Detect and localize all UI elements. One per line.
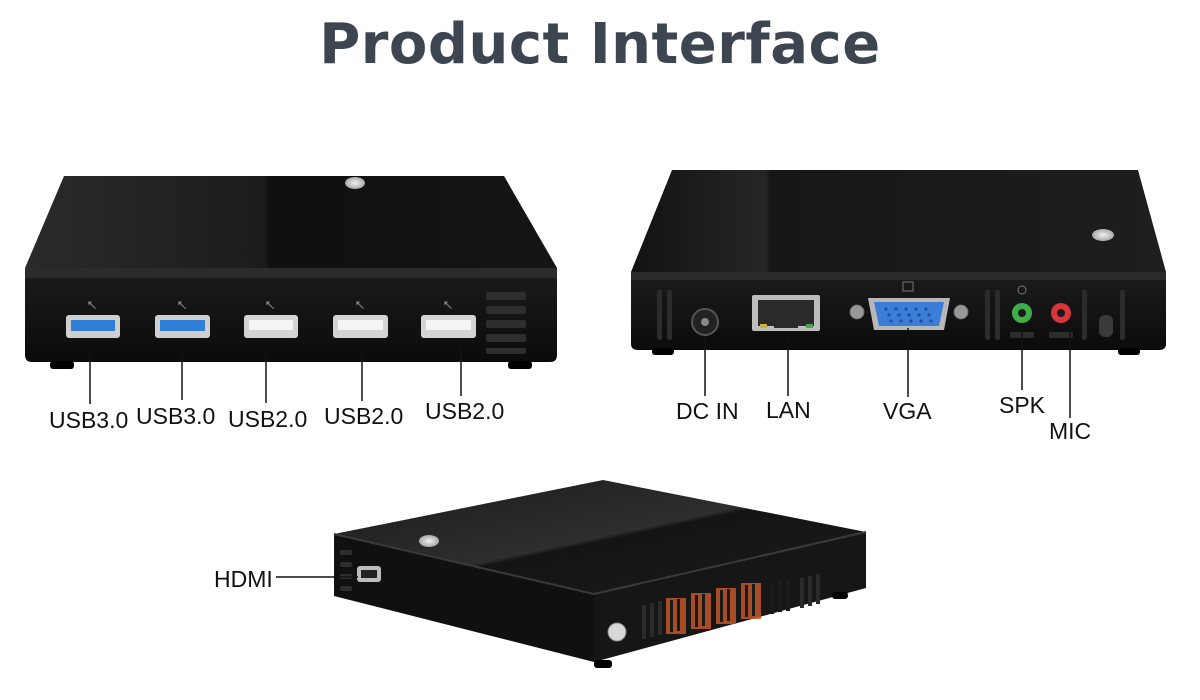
label-usb2-1: USB2.0 [228, 406, 308, 432]
label-lan: LAN [766, 397, 811, 423]
usb2-port-1: ⭦ [244, 298, 298, 338]
label-usb3-1: USB3.0 [49, 407, 129, 433]
dc-in-port [691, 308, 719, 336]
vga-port [849, 281, 969, 330]
label-dc-in: DC IN [676, 398, 739, 424]
logo-badge-side-top [419, 535, 439, 547]
logo-badge [345, 177, 365, 189]
lan-port [752, 295, 820, 331]
usb3-port-1: ⭦ [66, 298, 120, 338]
label-hdmi: HDMI [214, 566, 273, 592]
front-leader-lines [89, 340, 462, 404]
power-button [607, 622, 627, 642]
usb2-port-3: ⭦ [421, 298, 476, 338]
svg-text:⭦: ⭦ [355, 298, 364, 314]
svg-text:⭦: ⭦ [443, 298, 452, 314]
rear-vents [657, 290, 1125, 340]
label-usb2-2: USB2.0 [324, 403, 404, 429]
rear-leader-lines [704, 324, 1071, 418]
logo-badge-rear [1092, 229, 1114, 241]
page-title: Product Interface [319, 12, 881, 77]
usb2-port-2: ⭦ [333, 298, 388, 338]
front-vent [486, 292, 526, 354]
side-view-device [333, 480, 867, 668]
svg-text:⭦: ⭦ [87, 298, 96, 314]
front-view-device [25, 176, 557, 369]
usb3-port-2: ⭦ [155, 298, 210, 338]
svg-text:⭦: ⭦ [177, 298, 186, 314]
label-mic: MIC [1049, 418, 1092, 444]
side-vents-front [642, 574, 820, 639]
mic-audio-jack [1049, 303, 1073, 338]
label-usb2-3: USB2.0 [425, 398, 505, 424]
label-usb3-2: USB3.0 [136, 403, 216, 429]
svg-text:⭦: ⭦ [265, 298, 274, 314]
label-spk: SPK [999, 392, 1046, 418]
label-vga: VGA [883, 398, 932, 424]
hdmi-port [357, 566, 381, 582]
